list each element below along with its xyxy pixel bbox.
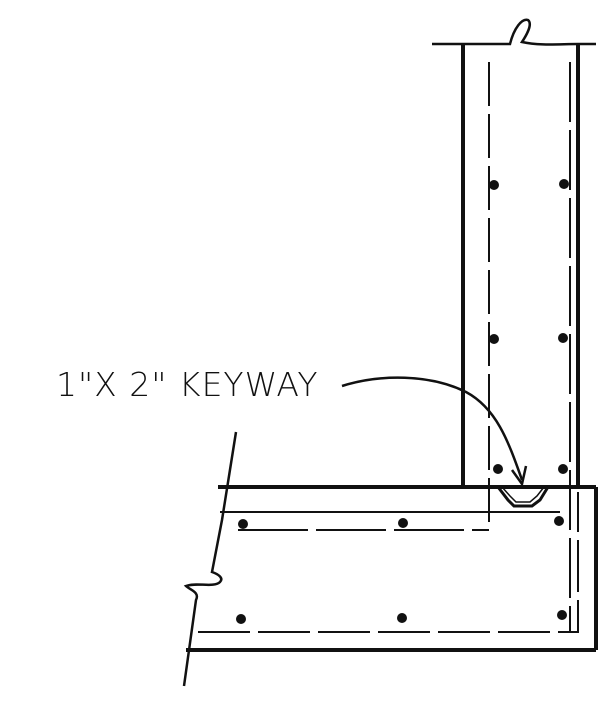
footing-break-line-left [182, 431, 238, 687]
keyway-arrowhead-icon [510, 465, 528, 488]
keyway-callout-label: 1"X 2" KEYWAY [56, 365, 319, 404]
rebar-dot [397, 613, 407, 623]
keyway-notch [496, 486, 550, 508]
rebar-dot [238, 519, 248, 529]
keyway-notch-inner [501, 486, 545, 503]
rebar-dot [559, 179, 569, 189]
rebar-dot [557, 610, 567, 620]
wall-stem [432, 18, 596, 632]
rebar-dot [554, 516, 564, 526]
rebar-dot [558, 333, 568, 343]
wall-rebar-dots [489, 179, 569, 474]
rebar-dot [398, 518, 408, 528]
rebar-dot [558, 464, 568, 474]
rebar-dot [236, 614, 246, 624]
rebar-dot [489, 334, 499, 344]
keyway-callout: 1"X 2" KEYWAY [56, 365, 528, 488]
wall-break-line-top [432, 18, 596, 46]
rebar-dot [489, 180, 499, 190]
footing [182, 431, 598, 687]
keyway-leader-arrow [341, 376, 524, 481]
rebar-dot [493, 464, 503, 474]
footing-rebar-dots [236, 516, 567, 624]
footing-bottom-rebar [198, 492, 579, 633]
